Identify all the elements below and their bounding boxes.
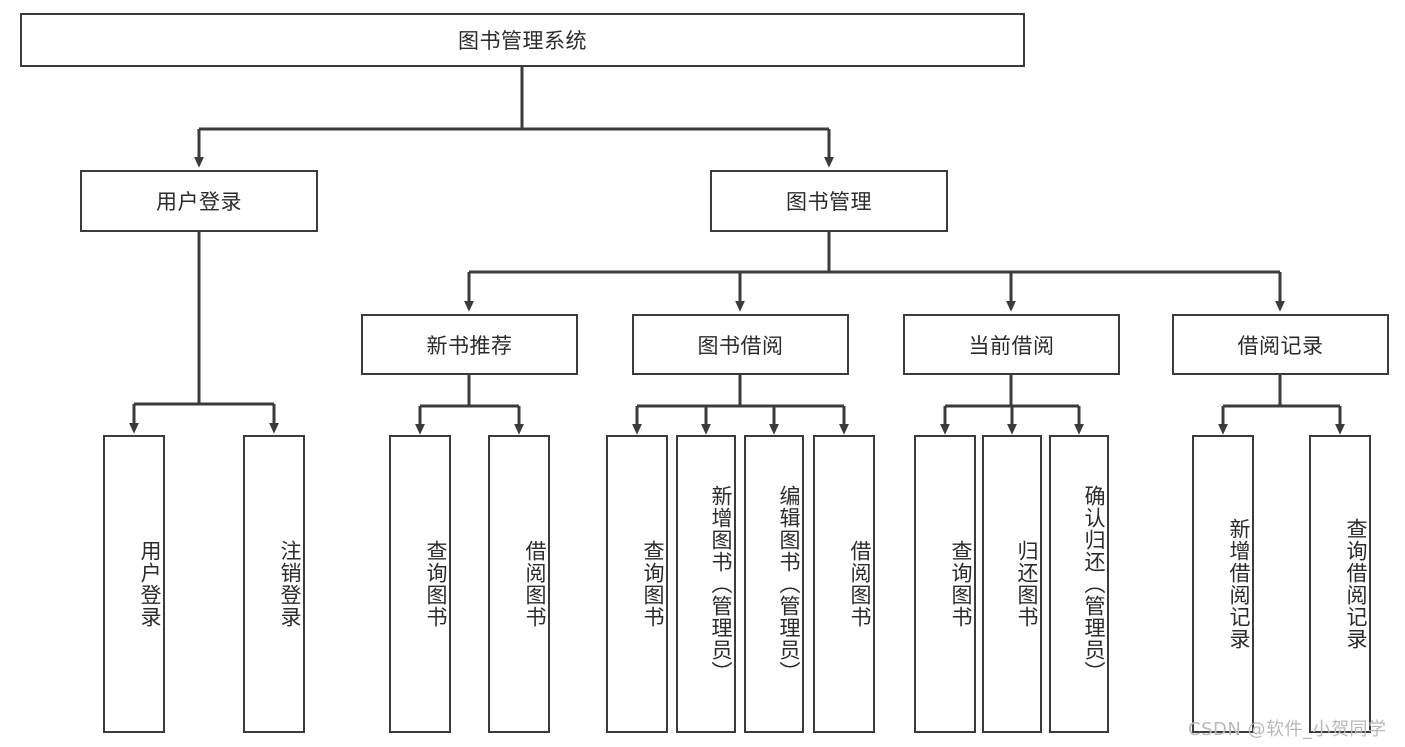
node-label: 查询图书 [641, 540, 665, 628]
node-label: 借阅记录 [1237, 333, 1324, 358]
leaf-query-book-2[interactable]: 查询图书 [606, 435, 668, 733]
leaf-user-login[interactable]: 用户登录 [103, 435, 165, 733]
node-label: 查询图书 [424, 540, 448, 628]
node-label: 图书借阅 [697, 333, 784, 358]
leaf-add-record[interactable]: 新增借阅记录 [1192, 435, 1254, 733]
node-book-borrow[interactable]: 图书借阅 [632, 314, 849, 375]
leaf-return-book[interactable]: 归还图书 [982, 435, 1042, 733]
node-label: 用户登录 [156, 190, 242, 214]
node-current-borrow[interactable]: 当前借阅 [903, 314, 1120, 375]
leaf-borrow-book-2[interactable]: 借阅图书 [813, 435, 875, 733]
node-label: 确认归还（管理员） [1082, 485, 1106, 683]
node-label: 编辑图书（管理员） [777, 485, 801, 683]
node-label: 新增图书（管理员） [709, 485, 733, 683]
node-label: 注销登录 [278, 540, 302, 628]
node-label: 新增借阅记录 [1227, 518, 1251, 650]
node-book-manage[interactable]: 图书管理 [710, 170, 948, 232]
node-label: 查询图书 [949, 540, 973, 628]
leaf-add-book[interactable]: 新增图书（管理员） [676, 435, 736, 733]
node-label: 图书管理 [786, 190, 872, 214]
leaf-query-book-1[interactable]: 查询图书 [389, 435, 451, 733]
node-label: 借阅图书 [523, 540, 547, 628]
leaf-confirm-return[interactable]: 确认归还（管理员） [1049, 435, 1109, 733]
leaf-query-record[interactable]: 查询借阅记录 [1309, 435, 1371, 733]
node-borrow-record[interactable]: 借阅记录 [1172, 314, 1389, 375]
watermark: CSDN @软件_小贺同学 [1188, 719, 1387, 740]
node-label: 图书管理系统 [458, 29, 587, 53]
leaf-edit-book[interactable]: 编辑图书（管理员） [744, 435, 804, 733]
node-label: 当前借阅 [968, 333, 1055, 358]
node-label: 查询借阅记录 [1344, 518, 1368, 650]
leaf-borrow-book-1[interactable]: 借阅图书 [488, 435, 550, 733]
node-label: 归还图书 [1015, 540, 1039, 628]
node-label: 借阅图书 [848, 540, 872, 628]
node-user-login[interactable]: 用户登录 [80, 170, 318, 232]
leaf-user-logout[interactable]: 注销登录 [243, 435, 305, 733]
node-label: 用户登录 [138, 540, 162, 628]
leaf-query-book-3[interactable]: 查询图书 [914, 435, 976, 733]
node-label: 新书推荐 [426, 333, 513, 358]
node-root-book-management-system[interactable]: 图书管理系统 [20, 13, 1025, 67]
node-new-book-recommend[interactable]: 新书推荐 [361, 314, 578, 375]
